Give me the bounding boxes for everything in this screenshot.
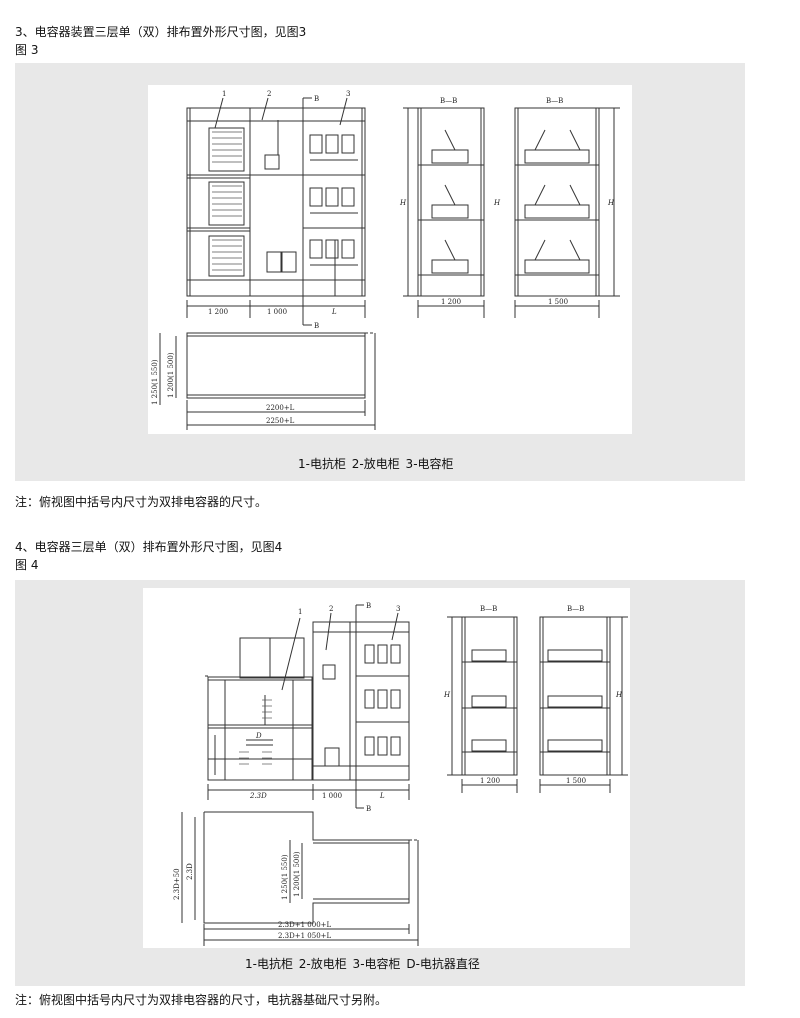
fig3-h-2: H bbox=[493, 199, 501, 207]
fig3-dim-1500: 1 500 bbox=[548, 298, 568, 306]
figure3-caption: 1-电抗柜 2-放电柜 3-电容柜 bbox=[298, 457, 454, 471]
figure4-label: 图 4 bbox=[15, 558, 39, 572]
fig3-label-1: 1 bbox=[222, 90, 226, 98]
fig4-bb-label-1: B—B bbox=[480, 605, 497, 613]
fig4-dim-2.3D-depth: 2.3D bbox=[186, 863, 194, 880]
fig3-label-3: 3 bbox=[346, 90, 350, 98]
fig4-dim-D: D bbox=[255, 732, 262, 740]
section3-heading: 3、电容器装置三层单（双）排布置外形尺寸图，见图3 bbox=[15, 25, 307, 39]
fig4-dim-len-2: 2.3D+1 050+L bbox=[278, 932, 332, 940]
fig3-label-2: 2 bbox=[267, 90, 271, 98]
figure4-caption: 1-电抗柜 2-放电柜 3-电容柜 D-电抗器直径 bbox=[245, 957, 480, 971]
fig4-dim-2.3D+50: 2.3D+50 bbox=[173, 868, 181, 900]
section4-heading: 4、电容器三层单（双）排布置外形尺寸图，见图4 bbox=[15, 540, 283, 554]
section3-note: 注：俯视图中括号内尺寸为双排电容器的尺寸。 bbox=[15, 495, 268, 509]
fig3-h-1: H bbox=[399, 199, 407, 207]
fig3-dim-L: L bbox=[331, 308, 337, 316]
fig4-h-1: H bbox=[443, 691, 451, 699]
fig4-section-b-bottom: B bbox=[366, 805, 371, 813]
fig3-dim-depth-2: 1 200(1 500) bbox=[167, 352, 175, 398]
fig4-h-2: H bbox=[615, 691, 623, 699]
fig3-dim-2200L: 2200+L bbox=[266, 404, 295, 412]
fig3-dim-1200b: 1 200 bbox=[441, 298, 461, 306]
fig4-label-1: 1 bbox=[298, 608, 302, 616]
fig4-dim-len-1: 2.3D+1 000+L bbox=[278, 921, 332, 929]
fig3-dim-1200a: 1 200 bbox=[208, 308, 228, 316]
fig3-dim-2250L: 2250+L bbox=[266, 417, 295, 425]
figure3-label: 图 3 bbox=[15, 43, 39, 57]
fig4-dim-depth-2: 1 200(1 500) bbox=[293, 851, 301, 897]
fig4-dim-2.3D: 2.3D bbox=[249, 792, 267, 800]
fig4-bb-label-2: B—B bbox=[567, 605, 584, 613]
fig4-label-2: 2 bbox=[329, 605, 333, 613]
fig3-bb-label-2: B—B bbox=[546, 97, 563, 105]
fig4-section-b-top: B bbox=[366, 602, 371, 610]
fig3-dim-1000: 1 000 bbox=[267, 308, 287, 316]
fig3-bb-label-1: B—B bbox=[440, 97, 457, 105]
section4-note: 注：俯视图中括号内尺寸为双排电容器的尺寸，电抗器基础尺寸另附。 bbox=[15, 993, 388, 1007]
fig4-label-3: 3 bbox=[396, 605, 400, 613]
fig3-dim-depth-1: 1 250(1 550) bbox=[151, 359, 159, 405]
fig4-dim-L: L bbox=[379, 792, 385, 800]
fig3-section-b-bottom: B bbox=[314, 322, 319, 330]
fig4-dim-1000: 1 000 bbox=[322, 792, 342, 800]
fig4-dim-depth-1: 1 250(1 550) bbox=[281, 854, 289, 900]
fig3-h-3: H bbox=[607, 199, 615, 207]
fig3-section-b-top: B bbox=[314, 95, 319, 103]
fig4-dim-1500: 1 500 bbox=[566, 777, 586, 785]
fig4-dim-1200: 1 200 bbox=[480, 777, 500, 785]
